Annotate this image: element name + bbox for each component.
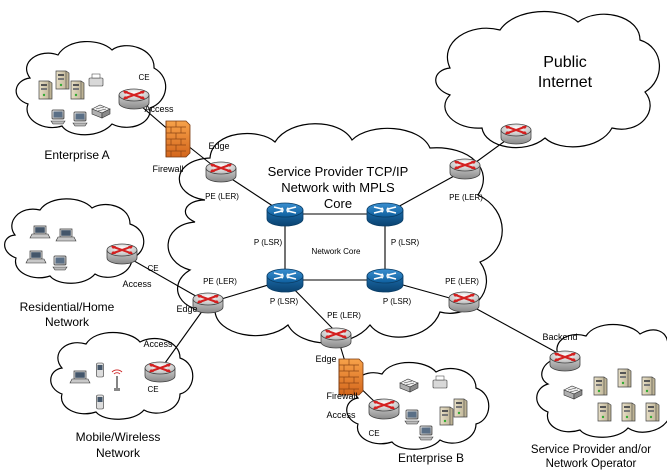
- router-icon-ce-mobile: [144, 361, 176, 383]
- label-ce-enterprise-a: CE: [138, 73, 149, 82]
- label-enterprise-a: Enterprise A: [44, 148, 109, 162]
- router-icon-internet: [500, 123, 532, 145]
- cloud-enterprise-a: [15, 40, 167, 136]
- label-service-provider-line-1: Service Provider and/or: [531, 444, 651, 456]
- public-internet-label-line-1: Public: [543, 54, 587, 71]
- core-network-title-line-2: Network with MPLS: [281, 180, 395, 195]
- router-icon-ce-residential: [106, 243, 138, 265]
- firewall-icon-enterprise-b: [338, 358, 364, 396]
- router-icon-backend: [549, 350, 581, 372]
- cloud-mobile-wireless-network: [50, 332, 194, 420]
- core-router-icon-top-right: [366, 202, 404, 227]
- label-ce-enterprise-b: CE: [368, 429, 379, 438]
- core-router-icon-bottom-left: [266, 268, 304, 293]
- cloud-enterprise-b: [346, 362, 490, 450]
- label-firewall-enterprise-b: Firewall: [326, 391, 357, 401]
- core-network-title-line-1: Service Provider TCP/IP: [268, 164, 409, 179]
- label-service-provider-line-2: Network Operator: [546, 458, 637, 470]
- public-internet-label-line-2: Internet: [538, 74, 593, 91]
- label-backend: Backend: [542, 332, 577, 342]
- label-firewall-enterprise-a: Firewall: [152, 164, 183, 174]
- label-edge-bottom: Edge: [315, 354, 336, 364]
- core-router-icon-top-left: [266, 202, 304, 227]
- core-network-title-line-3: Core: [324, 196, 352, 211]
- router-icon-ce-enterprise-b: [368, 398, 400, 420]
- label-mobile-line-2: Network: [96, 446, 141, 460]
- label-access-mobile: Access: [143, 339, 173, 349]
- label-p-lsr-top-left: P (LSR): [254, 238, 283, 247]
- label-residential-line-2: Network: [45, 315, 90, 329]
- label-access-enterprise-b: Access: [326, 410, 356, 420]
- router-icon-pe-top-left: [205, 161, 237, 183]
- cloud-service-provider-network: [167, 123, 503, 344]
- label-access-enterprise-a: Access: [144, 104, 174, 114]
- router-icon-pe-top-right: [449, 158, 481, 180]
- router-icon-pe-bottom-right: [448, 291, 480, 313]
- label-pe-ler-bottom-right: PE (LER): [445, 277, 479, 286]
- label-pe-ler-top-left: PE (LER): [205, 192, 239, 201]
- label-p-lsr-bottom-left: P (LSR): [270, 297, 299, 306]
- label-residential-line-1: Residential/Home: [20, 300, 115, 314]
- label-ce-mobile: CE: [147, 385, 158, 394]
- network-core-label: Network Core: [312, 247, 361, 256]
- cloud-public-internet: [435, 10, 660, 149]
- label-access-residential: Access: [122, 279, 152, 289]
- label-ce-residential: CE: [147, 264, 158, 273]
- firewall-icon-enterprise-a: [165, 120, 191, 158]
- label-p-lsr-bottom-right: P (LSR): [383, 297, 412, 306]
- label-pe-ler-bottom-center: PE (LER): [327, 311, 361, 320]
- label-edge-left: Edge: [176, 304, 197, 314]
- core-router-icon-bottom-right: [366, 268, 404, 293]
- router-icon-pe-bottom-center: [320, 327, 352, 349]
- label-pe-ler-top-right: PE (LER): [449, 193, 483, 202]
- label-mobile-line-1: Mobile/Wireless: [76, 430, 161, 444]
- label-pe-ler-bottom-left: PE (LER): [203, 277, 237, 286]
- label-enterprise-b: Enterprise B: [398, 451, 464, 465]
- label-edge-top: Edge: [208, 141, 229, 151]
- label-p-lsr-top-right: P (LSR): [391, 238, 420, 247]
